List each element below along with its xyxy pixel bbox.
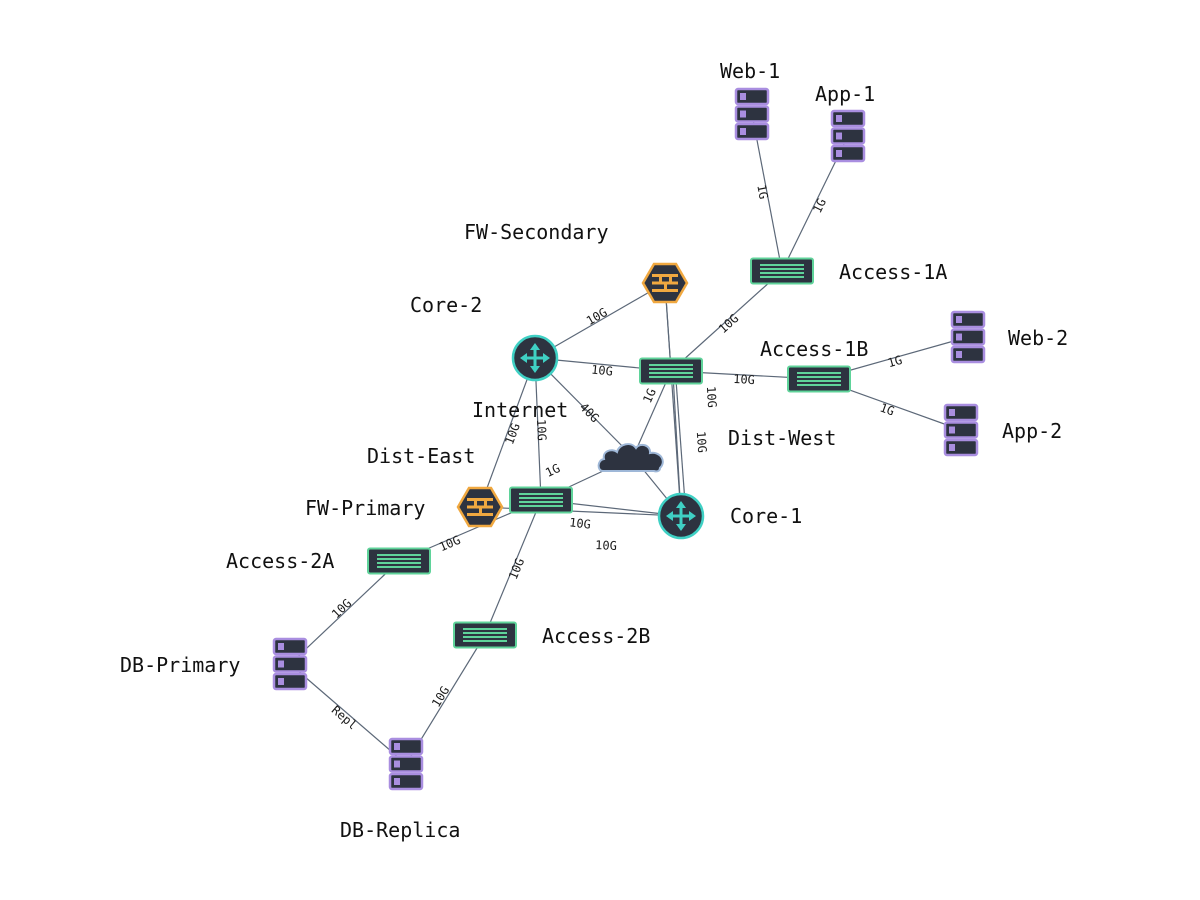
link-distwest-internet [632,370,672,458]
node-access-2a: Access-2A [226,547,431,575]
node-label-core1: Core-1 [730,504,802,528]
node-label-db-primary: DB-Primary [120,653,240,677]
node-access-1b: Access-1B [760,337,868,393]
firewall-icon [641,262,689,304]
node-internet: Internet [472,398,664,473]
node-label-db-replica: DB-Replica [340,818,460,842]
node-label-dist-east: Dist-East [367,444,475,468]
node-fw-secondary: FW-Secondary [464,220,689,304]
link-label-fwsecondary-core2: 10G [584,305,610,328]
node-db-replica: DB-Replica [340,737,460,842]
node-label-dist-west: Dist-West [728,426,836,450]
node-app1: App-1 [815,82,875,163]
node-web1: Web-1 [720,59,780,141]
link-label-access2b-dbreplica: 10G [429,684,452,710]
node-web2: Web-2 [950,310,1068,364]
node-label-internet: Internet [472,398,568,422]
link-core2-fwprimary [479,357,536,508]
server-icon [272,637,308,691]
node-label-access-1a: Access-1A [839,260,947,284]
node-core1: Core-1 [657,492,802,540]
link-label-fwprimary-core1: 10G [595,538,617,553]
link-label-access1a-distwest: 10G [716,311,741,336]
link-label-distwest-internet: 1G [640,386,659,405]
link-label-access2a-dbprimary: 10G [329,596,354,621]
switch-icon [787,365,851,393]
link-label-disteast-core1: 10G [568,515,591,531]
switch-icon [509,486,573,514]
switch-icon [453,621,517,649]
server-icon [943,403,979,457]
link-label-core2-disteast: 10G [534,419,549,441]
node-label-fw-primary: FW-Primary [305,496,425,520]
node-label-access-2a: Access-2A [226,549,334,573]
link-label-access1b-app2: 1G [878,400,896,418]
node-label-app2: App-2 [1002,419,1062,443]
server-icon [734,87,770,141]
link-label-core2-distwest: 10G [591,362,614,378]
node-label-web2: Web-2 [1008,326,1068,350]
link-disteast-access2b [484,499,542,636]
link-label-disteast-internet: 1G [543,461,562,480]
link-label-app1-access1a: 1G [810,196,829,215]
switch-icon [367,547,431,575]
link-distwest-core1-a [672,373,682,517]
node-label-app1: App-1 [815,82,875,106]
link-label-disteast-access2a: 10G [437,533,462,554]
node-access-1a: Access-1A [750,257,947,285]
server-icon [388,737,424,791]
switch-icon [639,357,703,385]
switch-icon [750,257,814,285]
node-dist-west: Dist-West [639,357,836,450]
link-label-distwest-core1-a: 10G [704,386,719,408]
firewall-icon [456,486,504,528]
server-icon [830,109,866,163]
node-label-access-1b: Access-1B [760,337,868,361]
node-label-fw-secondary: FW-Secondary [464,220,609,244]
links-layer [289,113,969,765]
node-label-core2: Core-2 [410,293,482,317]
link-label-distwest-access1b: 10G [733,372,755,387]
link-label-web1-access1a: 1G [754,183,770,200]
node-db-primary: DB-Primary [120,637,308,691]
link-label-core2-fwprimary: 10G [502,421,523,446]
node-access-2b: Access-2B [453,621,650,649]
link-access2a-dbprimary [289,560,400,665]
link-dbprimary-dbreplica [289,663,407,765]
router-icon [657,492,705,540]
node-fw-primary: FW-Primary [305,486,504,528]
node-dist-east: Dist-East [367,444,573,514]
node-label-web1: Web-1 [720,59,780,83]
router-icon [511,334,559,382]
link-label-access1b-web2: 1G [886,353,904,370]
server-icon [950,310,986,364]
link-fwsecondary-core2 [534,282,666,359]
node-app2: App-2 [943,403,1062,457]
link-core2-disteast [534,357,542,501]
node-core2: Core-2 [410,293,559,382]
cloud-icon [597,443,664,473]
link-label-dbprimary-dbreplica: Repl [329,703,360,732]
node-label-access-2b: Access-2B [542,624,650,648]
link-label-disteast-access2b: 10G [506,556,527,581]
link-access1a-distwest [670,270,783,372]
link-label-distwest-core1-b: 10G [694,431,710,454]
